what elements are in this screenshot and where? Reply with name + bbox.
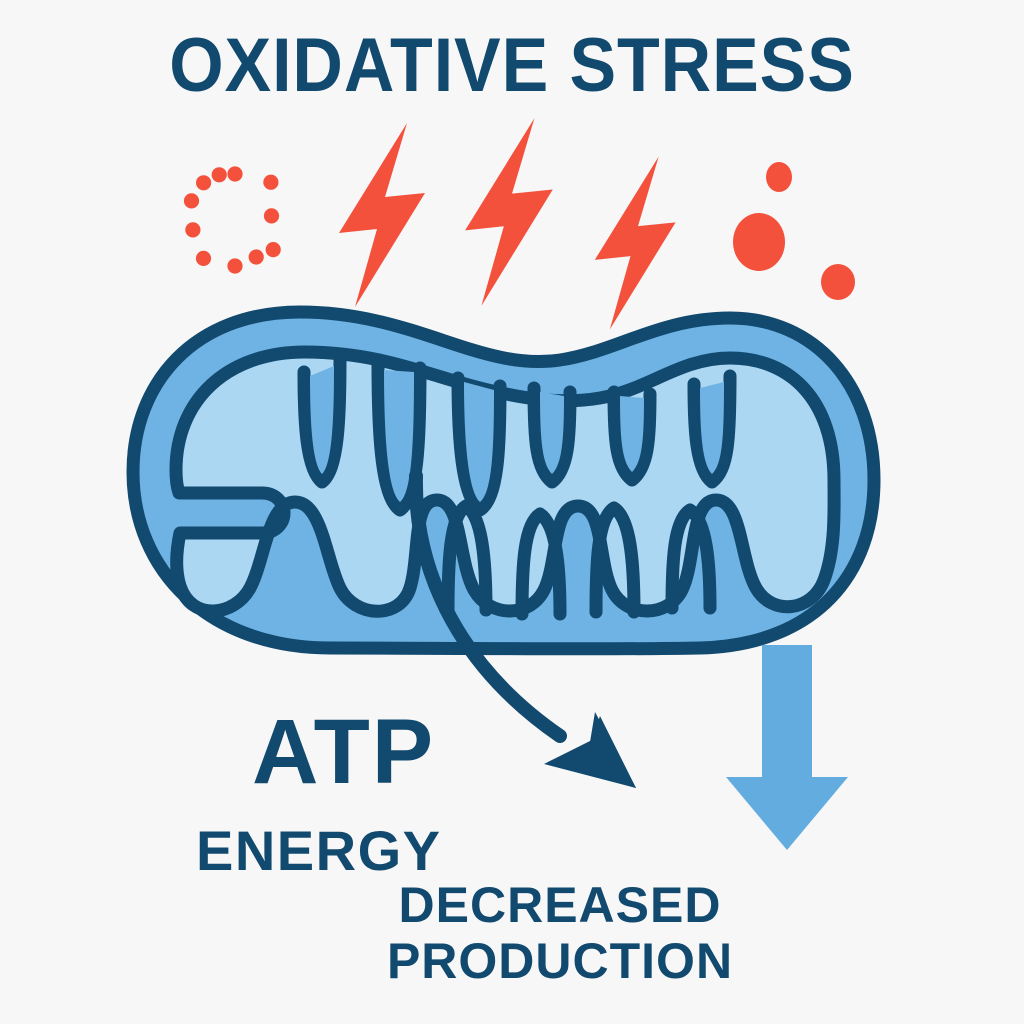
atp-label: ATP <box>252 701 436 803</box>
lightning-bolt-icon-3 <box>594 156 676 330</box>
decreased-label: DECREASED <box>398 877 722 933</box>
production-label: PRODUCTION <box>386 933 734 989</box>
decreased-production-down-arrow-icon <box>726 645 848 850</box>
energy-label: ENERGY <box>196 819 442 882</box>
lightning-bolt-icon-2 <box>465 118 553 306</box>
mitochondrion-cristae-lines <box>169 345 841 618</box>
atp-output-arrow-icon <box>408 469 636 788</box>
ros-particle-small-top <box>766 162 792 192</box>
ros-particle-large <box>733 213 785 271</box>
ros-dotted-circle-icon <box>183 166 281 274</box>
lightning-bolt-icon-1 <box>339 123 425 307</box>
mitochondrion-cristae-lower-lines <box>441 499 717 621</box>
mitochondrion-cristae-interiors <box>310 366 724 502</box>
page-title: OXIDATIVE STRESS <box>169 23 855 108</box>
mitochondrion-illustration <box>126 305 881 656</box>
ros-particle-small-bottom <box>821 264 855 300</box>
